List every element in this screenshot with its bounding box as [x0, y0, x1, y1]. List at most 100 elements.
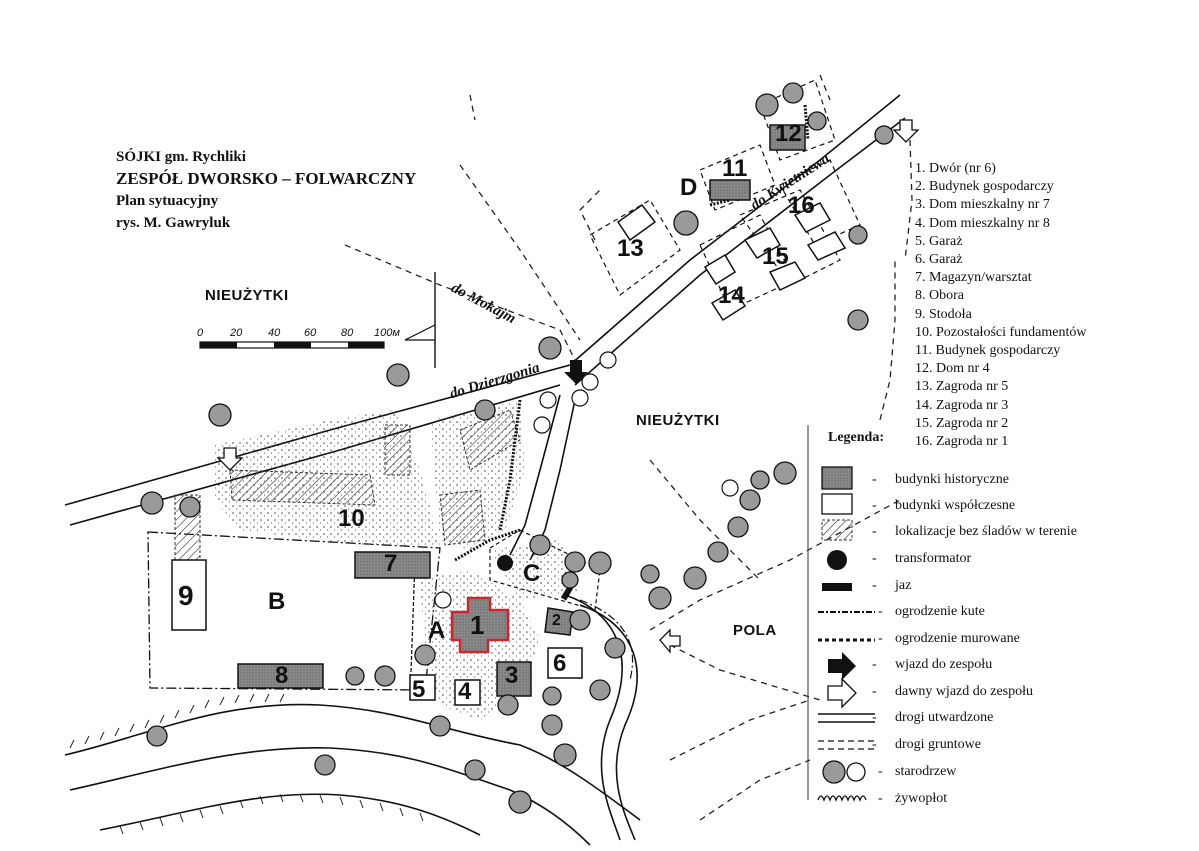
- legend-dash: -: [878, 764, 883, 779]
- area-label-fields: POLA: [733, 622, 777, 639]
- zone-d-label: D: [680, 174, 698, 201]
- building-4: [454, 679, 481, 706]
- building-num-16: 16: [788, 192, 815, 219]
- building-list-item: 3. Dom mieszkalny nr 7: [915, 197, 1050, 213]
- scale-bar: [199, 341, 385, 349]
- legend-item-historic-building: -budynki historyczne: [820, 470, 1180, 496]
- building-num-8: 8: [275, 662, 289, 689]
- legend-label: ogrodzenie kute: [895, 604, 985, 619]
- title-plan: Plan sytuacyjny: [116, 193, 219, 209]
- title-place: SÓJKI gm. Rychliki: [116, 149, 246, 165]
- building-8: [237, 663, 324, 689]
- entrance-arrow: [564, 360, 588, 384]
- legend-item-dirt-road: -drogi gruntowe: [820, 735, 1180, 761]
- building-list: 1. Dwór (nr 6) 2. Budynek gospodarczy 3.…: [915, 160, 1086, 451]
- building-list-item: 6. Garaż: [915, 252, 963, 268]
- title-block: SÓJKI gm. Rychliki ZESPÓŁ DWORSKO – FOLW…: [116, 146, 416, 234]
- legend-item-paved-road: - drogi utwardzone: [820, 708, 1180, 734]
- building-list-item: 11. Budynek gospodarczy: [915, 343, 1061, 359]
- building-num-7: 7: [384, 550, 398, 577]
- legend-dash: -: [878, 604, 883, 619]
- scale-tick-80: 80: [341, 327, 354, 339]
- legend-item-modern-building: - budynki współczesne: [820, 496, 1180, 522]
- legend-dash: -: [872, 472, 877, 487]
- legend-label: drogi utwardzone: [895, 710, 994, 725]
- hedges: [454, 104, 810, 562]
- building-list-item: 8. Obora: [915, 288, 964, 304]
- legend-label: budynki współczesne: [895, 498, 1016, 513]
- building-list-item: 4. Dom mieszkalny nr 8: [915, 215, 1050, 231]
- legend-item-wrought-fence: -ogrodzenie kute: [820, 602, 1180, 628]
- legend-label: wjazd do zespołu: [895, 657, 993, 672]
- legend-title: Legenda:: [828, 430, 884, 445]
- building-num-3: 3: [505, 662, 519, 689]
- building-12: [769, 124, 806, 151]
- legend-item-hedge: -żywopłot: [820, 789, 1180, 815]
- legend-item-transformer: -transformator: [820, 549, 1180, 575]
- building-num-4: 4: [458, 678, 472, 705]
- legend-label: jaz: [895, 578, 912, 593]
- weir: [560, 585, 574, 601]
- building-list-item: 14. Zagroda nr 3: [915, 397, 1009, 413]
- legend-item-no-trace-location: -lokalizacje bez śladów w terenie: [820, 522, 1180, 548]
- legend-item-weir: - jaz: [820, 576, 1180, 602]
- legend-symbols: [807, 425, 875, 802]
- title-author: rys. M. Gawryluk: [116, 215, 231, 231]
- no-trace-locations: [174, 409, 521, 561]
- building-list-item: 1. Dwór (nr 6): [915, 161, 996, 176]
- area-label-wasteland-center: NIEUŻYTKI: [636, 412, 720, 429]
- zone-c-boundary: [489, 529, 601, 611]
- building-num-9: 9: [178, 580, 194, 611]
- building-list-item: 2. Budynek gospodarczy: [915, 179, 1054, 195]
- dirt-roads: [344, 74, 913, 821]
- scale-tick-20: 20: [230, 327, 243, 339]
- legend-item-entrance: - wjazd do zespołu: [820, 655, 1180, 681]
- building-num-2: 2: [552, 612, 561, 629]
- building-3: [496, 661, 532, 697]
- legend-item-old-trees: -starodrzew: [820, 762, 1180, 788]
- building-6: [547, 647, 583, 679]
- building-num-11: 11: [722, 155, 748, 182]
- modern-buildings: [171, 202, 847, 679]
- legend-label: lokalizacje bez śladów w terenie: [895, 524, 1077, 539]
- zone-c-label: C: [523, 560, 541, 587]
- building-11: [709, 179, 751, 201]
- building-num-6: 6: [553, 650, 567, 677]
- area-label-wasteland-left: NIEUŻYTKI: [205, 287, 289, 304]
- building-list-item: 5. Garaż: [915, 233, 963, 249]
- building-5: [409, 674, 436, 701]
- title-main: ZESPÓŁ DWORSKO – FOLWARCZNY: [116, 169, 417, 188]
- north-arrow: [404, 272, 436, 368]
- scale-tick-0: 0: [197, 327, 204, 339]
- legend-dash: -: [872, 498, 877, 513]
- building-list-item: 15. Zagroda nr 2: [915, 415, 1009, 431]
- brick-fence: [579, 599, 634, 681]
- transformer: [497, 555, 513, 571]
- building-9: [171, 559, 207, 631]
- legend-dash: -: [872, 684, 877, 699]
- legend-label: transformator: [895, 551, 972, 566]
- building-num-14: 14: [718, 282, 745, 309]
- young-trees: [434, 351, 739, 609]
- legend-dash: -: [878, 791, 883, 806]
- stream: [64, 703, 641, 846]
- legend-label: żywopłot: [895, 791, 948, 806]
- legend-label: ogrodzenie murowane: [895, 631, 1020, 646]
- legend-dash: -: [878, 631, 883, 646]
- legend-item-brick-fence: -ogrodzenie murowane: [820, 629, 1180, 655]
- scale-tick-60: 60: [304, 327, 317, 339]
- building-list-item: 16. Zagroda nr 1: [915, 434, 1009, 450]
- manor-house: [450, 596, 510, 654]
- former-entrance-arrows: [216, 119, 920, 654]
- building-list-item: 9. Stodoła: [915, 306, 972, 322]
- legend-dash: -: [872, 578, 877, 593]
- legend-label: drogi gruntowe: [895, 737, 981, 752]
- legend-item-former-entrance: -dawny wjazd do zespołu: [820, 682, 1180, 708]
- legend-dash: -: [872, 657, 877, 672]
- building-2: [544, 607, 574, 636]
- building-num-15: 15: [762, 243, 789, 270]
- scale-tick-40: 40: [268, 327, 281, 339]
- legend-label: starodrzew: [895, 764, 957, 779]
- legend-dash: -: [872, 710, 877, 725]
- building-list-item: 10. Pozostałości fundamentów: [915, 324, 1087, 340]
